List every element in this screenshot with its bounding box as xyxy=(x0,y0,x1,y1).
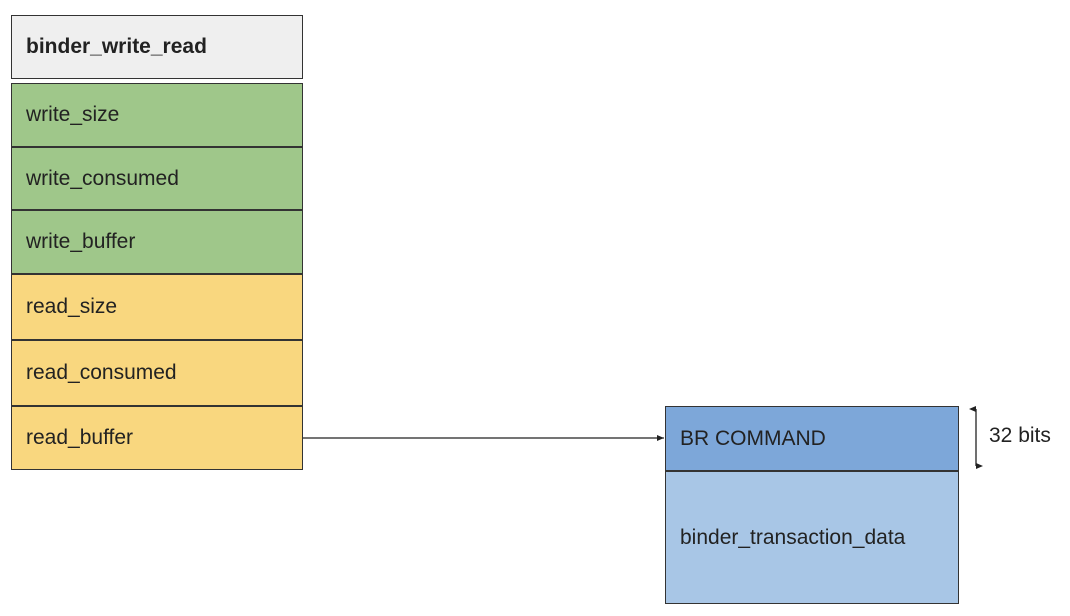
struct-title-binder-write-read: binder_write_read xyxy=(11,15,303,79)
binder-transaction-data-block: binder_transaction_data xyxy=(665,471,959,604)
field-write-consumed: write_consumed xyxy=(11,147,303,210)
br-command-block: BR COMMAND xyxy=(665,406,959,471)
field-read-size: read_size xyxy=(11,274,303,340)
field-read-buffer: read_buffer xyxy=(11,406,303,470)
field-write-buffer: write_buffer xyxy=(11,210,303,274)
field-write-size: write_size xyxy=(11,83,303,147)
size-label-32-bits: 32 bits xyxy=(989,424,1051,447)
field-read-consumed: read_consumed xyxy=(11,340,303,406)
